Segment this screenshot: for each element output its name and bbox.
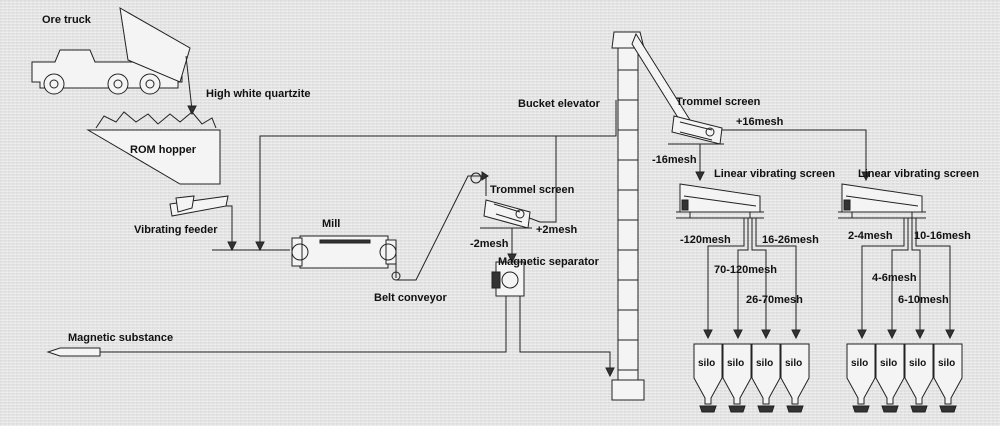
belt-head-pulley [470, 172, 482, 184]
label-26-70mesh: 26-70mesh [746, 294, 803, 306]
label-linear-vibrating-screen-1: Linear vibrating screen [714, 168, 836, 180]
bucket-elevator-icon [611, 31, 691, 401]
silo-bagger-8 [939, 405, 957, 413]
ore-truck-icon [31, 7, 191, 95]
mill-icon [291, 235, 397, 269]
label-70-120mesh: 70-120mesh [714, 264, 777, 276]
silo-bagger-7 [910, 405, 928, 413]
linear-vibrating-screen-2-icon [838, 183, 926, 219]
label-magnetic-substance: Magnetic substance [68, 332, 174, 344]
screen-1-output-lines [703, 218, 801, 340]
vibrating-feeder-icon [169, 195, 237, 252]
silo-2 [722, 343, 752, 405]
label-minus-2mesh: -2mesh [470, 238, 509, 250]
label-linear-vibrating-screen-2: Linear vibrating screen [858, 168, 980, 180]
silo-label-4: silo [785, 358, 803, 369]
trommel-screen-2-icon [668, 115, 724, 145]
silo-label-7: silo [909, 358, 927, 369]
silo-group [693, 343, 963, 413]
silo-bagger-1 [699, 405, 717, 413]
label-trommel-screen-1: Trommel screen [490, 184, 575, 196]
silo-label-1: silo [698, 358, 716, 369]
label-belt-conveyor: Belt conveyor [374, 292, 447, 304]
magnetic-substance-arrow [46, 347, 101, 357]
silo-bagger-2 [728, 405, 746, 413]
ore-flow-line [185, 55, 193, 111]
plus2mesh-line [523, 136, 557, 223]
silo-label-5: silo [851, 358, 869, 369]
silo-bagger-6 [881, 405, 899, 413]
label-minus-16mesh: -16mesh [652, 154, 697, 166]
silo-4 [780, 343, 810, 405]
belt-conveyor-line [396, 175, 486, 281]
silo-3 [751, 343, 781, 405]
label-trommel-screen-2: Trommel screen [676, 96, 761, 108]
silo-6 [875, 343, 905, 405]
belt-arrow [481, 171, 489, 181]
label-rom-hopper: ROM hopper [130, 144, 196, 156]
ore-flow-arrow [187, 105, 197, 116]
trommel-screen-1-icon [480, 199, 532, 229]
silo-8 [933, 343, 963, 405]
label-minus-120mesh: -120mesh [680, 234, 731, 246]
label-high-white-quartzite: High white quartzite [206, 88, 311, 100]
screen-2-output-lines [857, 218, 955, 340]
silo-bagger-4 [786, 405, 804, 413]
label-10-16mesh: 10-16mesh [914, 230, 971, 242]
label-bucket-elevator: Bucket elevator [518, 98, 600, 110]
silo-bagger-3 [757, 405, 775, 413]
label-4-6mesh: 4-6mesh [872, 272, 917, 284]
label-plus-16mesh: +16mesh [736, 116, 784, 128]
label-ore-truck: Ore truck [42, 14, 91, 26]
linear-vibrating-screen-1-icon [676, 183, 764, 219]
return-line [259, 100, 617, 246]
label-vibrating-feeder: Vibrating feeder [134, 224, 218, 236]
silo-label-6: silo [880, 358, 898, 369]
label-magnetic-separator: Magnetic separator [498, 256, 599, 268]
return-arrow [255, 241, 265, 252]
magnetic-separator-icon [491, 261, 525, 297]
label-6-10mesh: 6-10mesh [898, 294, 949, 306]
label-16-26mesh: 16-26mesh [762, 234, 819, 246]
label-2-4mesh: 2-4mesh [848, 230, 893, 242]
label-mill: Mill [322, 218, 341, 230]
silo-5 [846, 343, 876, 405]
plus16mesh-line [722, 129, 867, 176]
silo-1 [693, 343, 723, 405]
silo-7 [904, 343, 934, 405]
magnetic-out-line [100, 296, 507, 353]
rom-hopper-icon [86, 111, 221, 185]
silo-label-8: silo [938, 358, 956, 369]
silo-bagger-5 [852, 405, 870, 413]
silo-label-2: silo [727, 358, 745, 369]
label-plus-2mesh: +2mesh [536, 224, 578, 236]
silo-label-3: silo [756, 358, 774, 369]
separator-to-elevator-line [519, 296, 611, 372]
